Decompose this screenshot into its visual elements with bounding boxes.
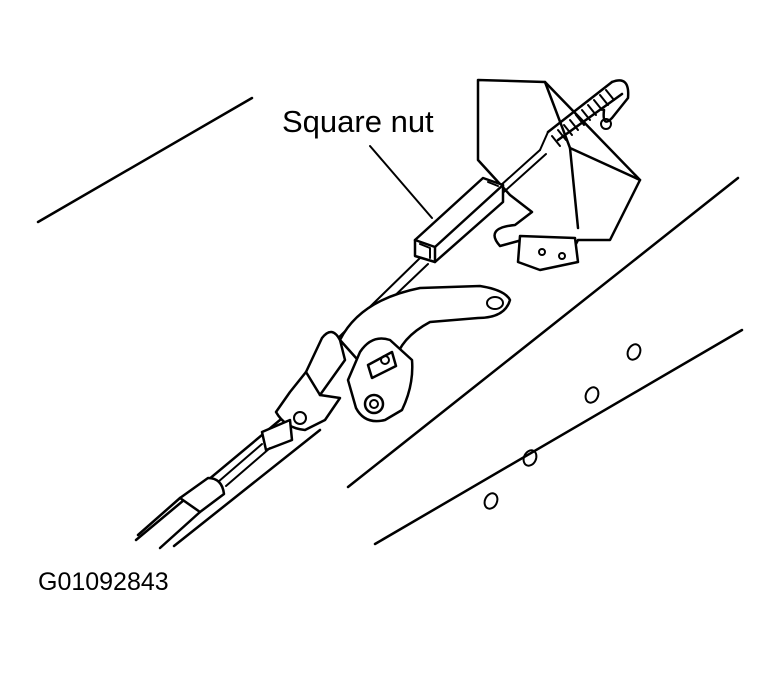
square-nut-label: Square nut xyxy=(282,104,434,139)
cable-spring xyxy=(539,79,630,151)
cable-guide-bracket xyxy=(338,284,512,423)
mounting-bracket xyxy=(476,78,642,272)
square-nut xyxy=(413,176,505,264)
floor-holes xyxy=(483,343,642,510)
equalizer-lever xyxy=(274,330,347,432)
callout-leader-line xyxy=(369,145,433,219)
figure-id: G01092843 xyxy=(38,568,169,596)
lower-cable-housing xyxy=(136,418,294,550)
